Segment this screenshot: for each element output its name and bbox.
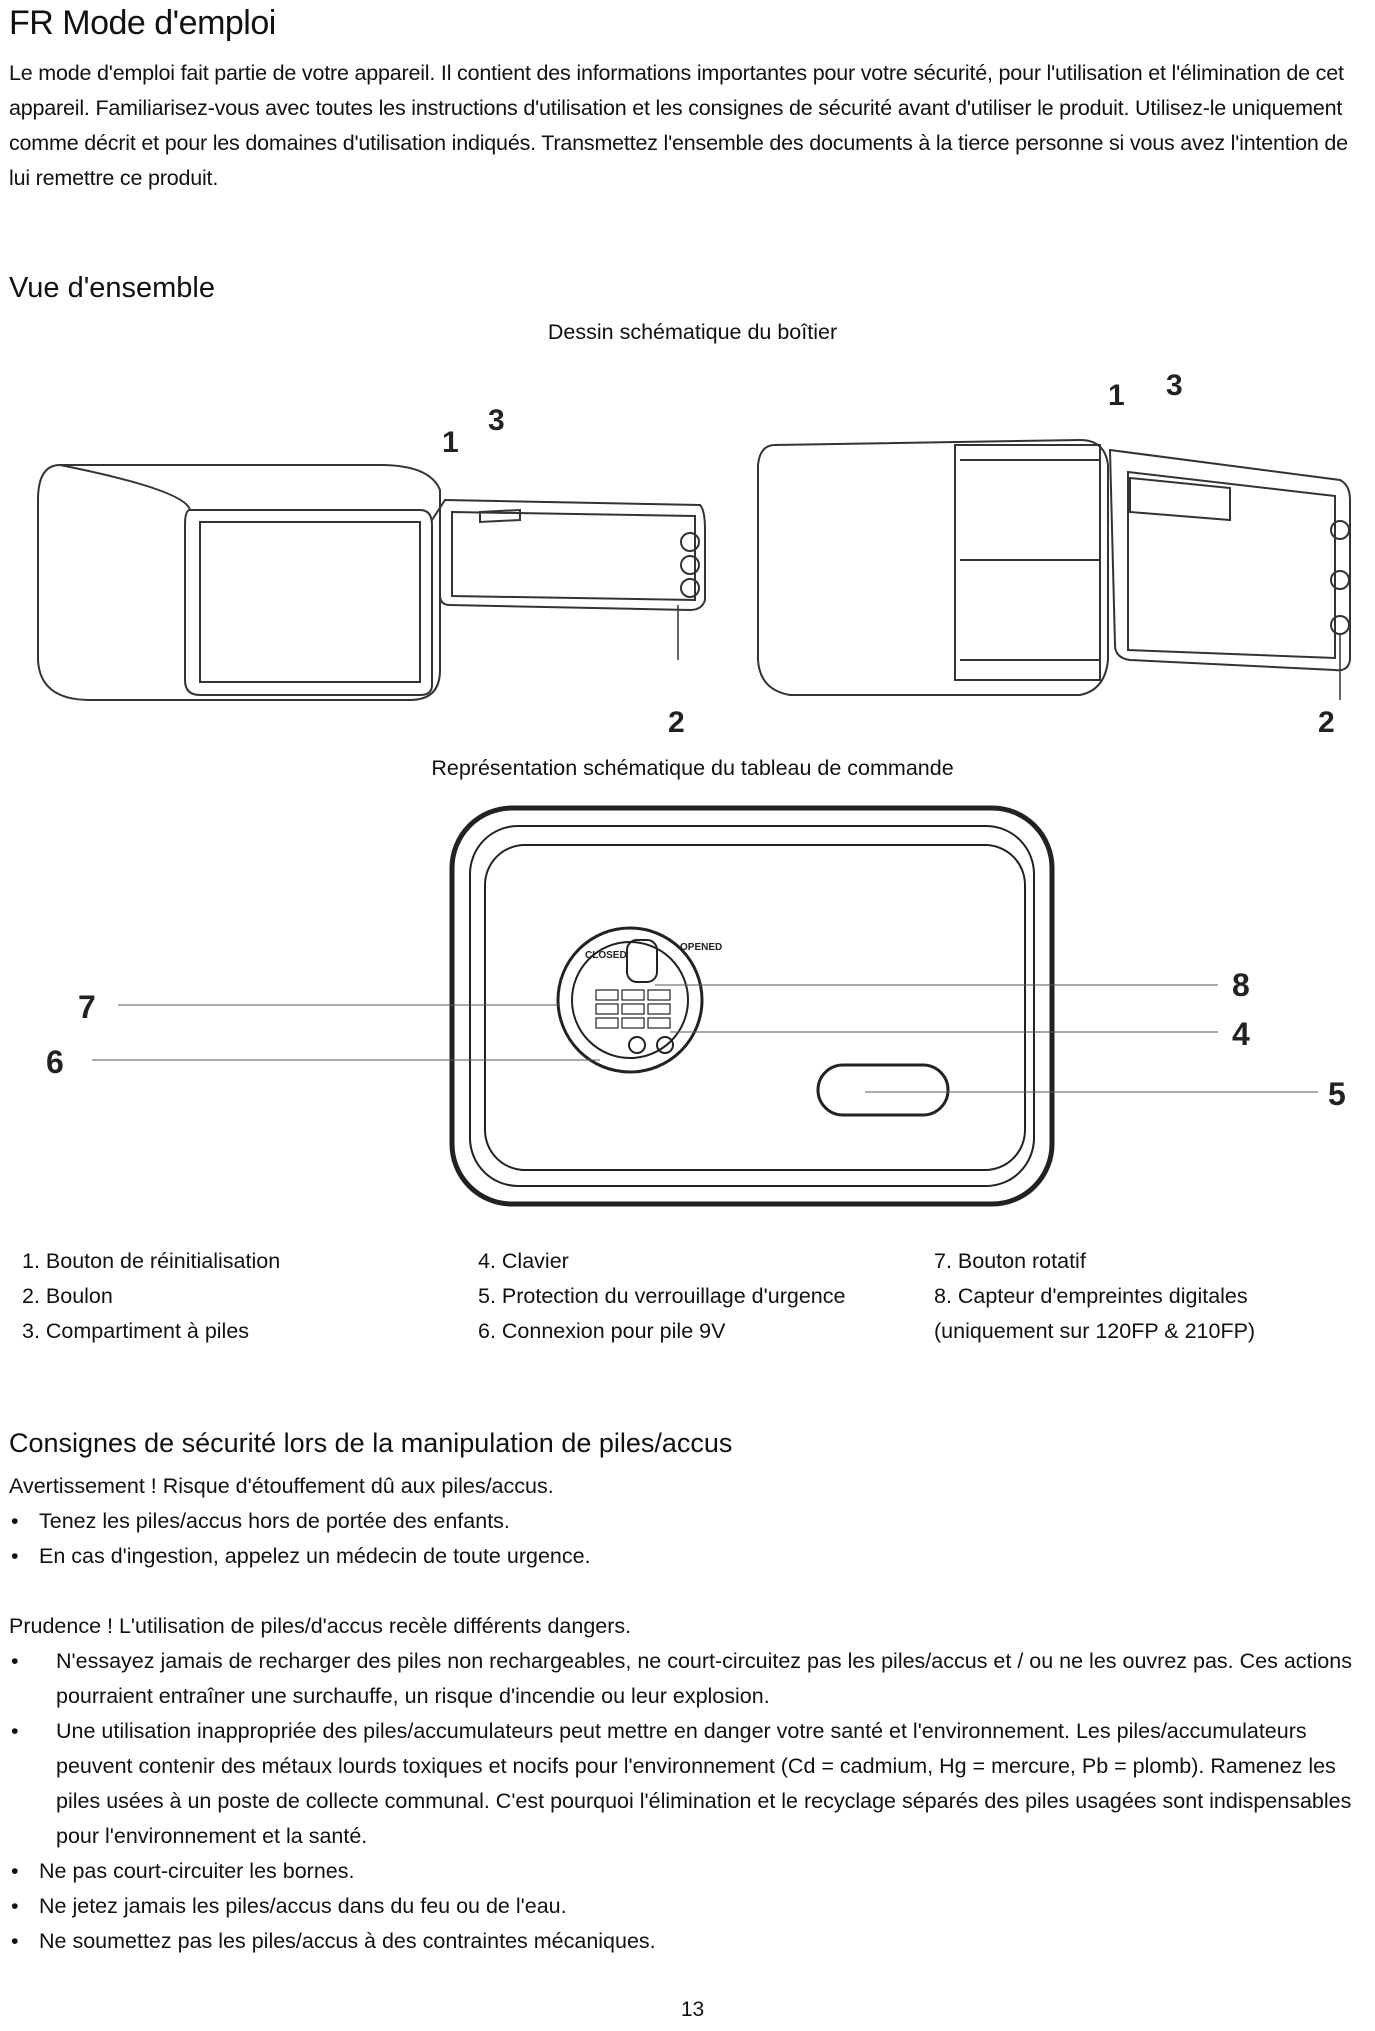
callout-8: 8 — [1232, 967, 1250, 1003]
legend-item: 6. Connexion pour pile 9V — [478, 1319, 726, 1343]
panel-caption: Représentation schématique du tableau de… — [431, 756, 954, 780]
warning-item: Tenez les piles/accus hors de portée des… — [9, 1504, 1369, 1539]
legend-column-2: 4. Clavier 5. Protection du verrouillage… — [478, 1244, 858, 1349]
callout-5: 5 — [1328, 1076, 1346, 1112]
legend-item: 4. Clavier — [478, 1249, 569, 1273]
legend-column-1: 1. Bouton de réinitialisation 2. Boulon … — [22, 1244, 442, 1349]
warning-item: En cas d'ingestion, appelez un médecin d… — [9, 1539, 1369, 1574]
caution-item: Ne soumettez pas les piles/accus à des c… — [9, 1924, 1369, 1959]
overview-heading: Vue d'ensemble — [9, 272, 215, 304]
callout-1-right: 1 — [1108, 379, 1125, 412]
closed-label: CLOSED — [585, 950, 627, 961]
housing-caption: Dessin schématique du boîtier — [547, 320, 838, 344]
battery-warning-block: Avertissement ! Risque d'étouffement dû … — [9, 1469, 1369, 1574]
legend-item: 2. Boulon — [22, 1284, 113, 1308]
keypad — [595, 989, 671, 1029]
battery-caution-block: Prudence ! L'utilisation de piles/d'accu… — [9, 1609, 1369, 1959]
callout-1-left: 1 — [442, 426, 459, 459]
caution-item: Ne jetez jamais les piles/accus dans du … — [9, 1889, 1369, 1924]
caution-item: Ne pas court-circuiter les bornes. — [9, 1854, 1369, 1889]
battery-safety-heading: Consignes de sécurité lors de la manipul… — [9, 1428, 733, 1458]
safe-drawing-open-view — [757, 438, 1351, 700]
callout-2-left: 2 — [668, 706, 685, 739]
opened-label: OPENED — [680, 942, 722, 953]
callout-4: 4 — [1232, 1016, 1250, 1052]
caution-item: Une utilisation inappropriée des piles/a… — [9, 1714, 1369, 1854]
callout-3-right: 3 — [1166, 369, 1183, 402]
callout-7: 7 — [78, 989, 96, 1025]
emergency-lock-cover — [816, 1063, 950, 1117]
intro-paragraph: Le mode d'emploi fait partie de votre ap… — [9, 61, 1348, 190]
callout-2-right: 2 — [1318, 706, 1335, 739]
page-number: 13 — [680, 1998, 705, 2021]
legend-item: 5. Protection du verrouillage d'urgence — [478, 1284, 846, 1308]
legend-item: 3. Compartiment à piles — [22, 1319, 250, 1343]
caution-item: N'essayez jamais de recharger des piles … — [9, 1644, 1369, 1714]
rotary-knob — [556, 926, 704, 1074]
callout-3-left: 3 — [488, 404, 505, 437]
warning-text: Avertissement ! Risque d'étouffement dû … — [9, 1474, 554, 1498]
fingerprint-sensor — [626, 939, 658, 983]
caution-text: Prudence ! L'utilisation de piles/d'accu… — [9, 1614, 632, 1638]
legend-column-3: 7. Bouton rotatif 8. Capteur d'empreinte… — [934, 1244, 1354, 1349]
legend-item: 8. Capteur d'empreintes digitales (uniqu… — [934, 1284, 1256, 1343]
safe-drawing-front-view — [37, 464, 706, 701]
page-title: FR Mode d'emploi — [9, 4, 276, 42]
callout-6: 6 — [46, 1044, 64, 1080]
legend-item: 1. Bouton de réinitialisation — [22, 1249, 281, 1273]
control-panel-drawing: CLOSED OPENED 7 6 8 4 5 — [46, 805, 1346, 1207]
legend-item: 7. Bouton rotatif — [934, 1249, 1086, 1273]
housing-drawings: 1 3 2 1 3 2 — [37, 369, 1351, 739]
